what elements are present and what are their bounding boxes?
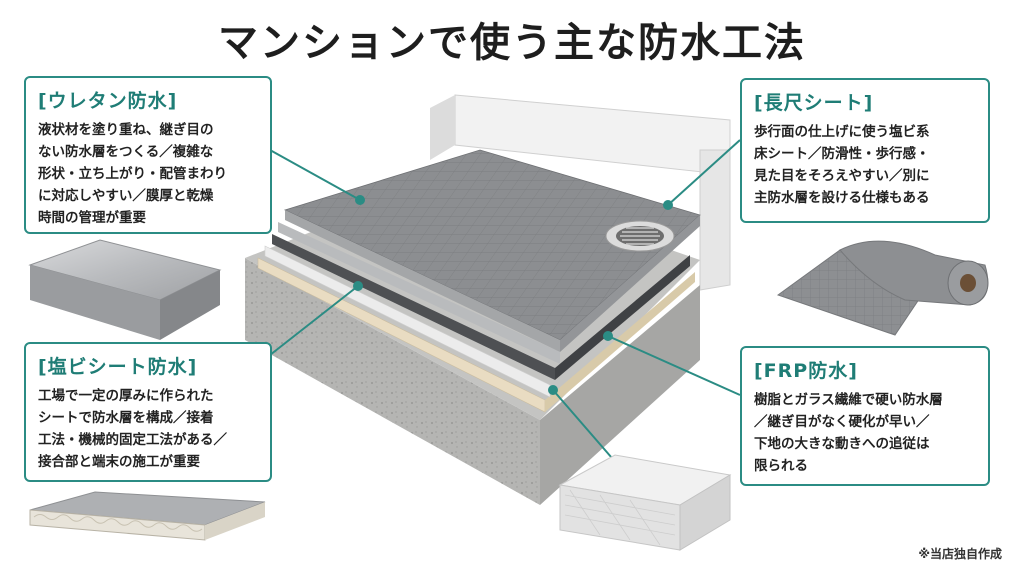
card-frp-body: 樹脂とガラス繊維で硬い防水層 ／継ぎ目がなく硬化が早い／ 下地の大きな動きへの追… <box>754 389 978 477</box>
card-urethane-title: [ウレタン防水] <box>38 90 178 112</box>
parapet-wall <box>430 94 731 291</box>
card-line: 工場で一定の厚みに作られた <box>38 388 214 404</box>
credit-note: ※当店独自作成 <box>918 547 1002 561</box>
card-line: 下地の大きな動きへの追従は <box>754 436 930 452</box>
card-pvc-sheet-body: 工場で一定の厚みに作られた シートで防水層を構成／接着 工法・機械的固定工法があ… <box>38 385 260 473</box>
connector-lines <box>269 139 741 466</box>
card-pvc-sheet-title: [塩ビシート防水] <box>38 356 198 378</box>
membrane-layer <box>264 245 551 398</box>
card-line: ／継ぎ目がなく硬化が早い／ <box>754 414 930 430</box>
card-line: 床シート／防滑性・歩行感・ <box>754 146 930 162</box>
page-title: マンションで使う主な防水工法 <box>218 20 806 66</box>
dark-layer <box>272 234 690 380</box>
card-line: 工法・機械的固定工法がある／ <box>38 432 227 448</box>
card-line: 形状・立ち上がり・配管まわり <box>38 166 227 182</box>
card-frp: [FRP防水] 樹脂とガラス繊維で硬い防水層 ／継ぎ目がなく硬化が早い／ 下地の… <box>740 346 990 486</box>
card-urethane: [ウレタン防水] 液状材を塗り重ね、継ぎ目の ない防水層をつくる／複雑な 形状・… <box>24 76 272 234</box>
card-line: 歩行面の仕上げに使う塩ビ系 <box>754 124 930 140</box>
urethane-sample <box>28 239 222 340</box>
card-line: 限られる <box>754 458 808 474</box>
grey-layer <box>278 222 560 364</box>
drain-icon <box>605 220 675 252</box>
card-line: 見た目をそろえやすい／別に <box>754 168 930 184</box>
card-long-sheet: [長尺シート] 歩行面の仕上げに使う塩ビ系 床シート／防滑性・歩行感・ 見た目を… <box>740 78 990 223</box>
card-line: 時間の管理が重要 <box>38 210 146 226</box>
card-long-sheet-title: [長尺シート] <box>754 92 874 114</box>
frp-sample <box>558 454 732 551</box>
card-long-sheet-body: 歩行面の仕上げに使う塩ビ系 床シート／防滑性・歩行感・ 見た目をそろえやすい／別… <box>754 121 978 209</box>
card-pvc-sheet: [塩ビシート防水] 工場で一定の厚みに作られた シートで防水層を構成／接着 工法… <box>24 342 272 482</box>
long-sheet-roll <box>776 240 989 336</box>
card-line: 接合部と端末の施工が重要 <box>38 454 200 470</box>
pvc-sheet-sample <box>29 491 266 541</box>
card-line: 主防水層を設ける仕様もある <box>754 190 930 206</box>
card-urethane-body: 液状材を塗り重ね、継ぎ目の ない防水層をつくる／複雑な 形状・立ち上がり・配管ま… <box>38 119 260 229</box>
card-line: に対応しやすい／膜厚と乾燥 <box>38 188 214 204</box>
card-line: 樹脂とガラス繊維で硬い防水層 <box>754 392 943 408</box>
card-frp-title: [FRP防水] <box>754 360 858 382</box>
floor-sheet <box>283 149 701 352</box>
card-line: ない防水層をつくる／複雑な <box>38 144 214 160</box>
card-line: シートで防水層を構成／接着 <box>38 410 214 426</box>
card-line: 液状材を塗り重ね、継ぎ目の <box>38 122 214 138</box>
